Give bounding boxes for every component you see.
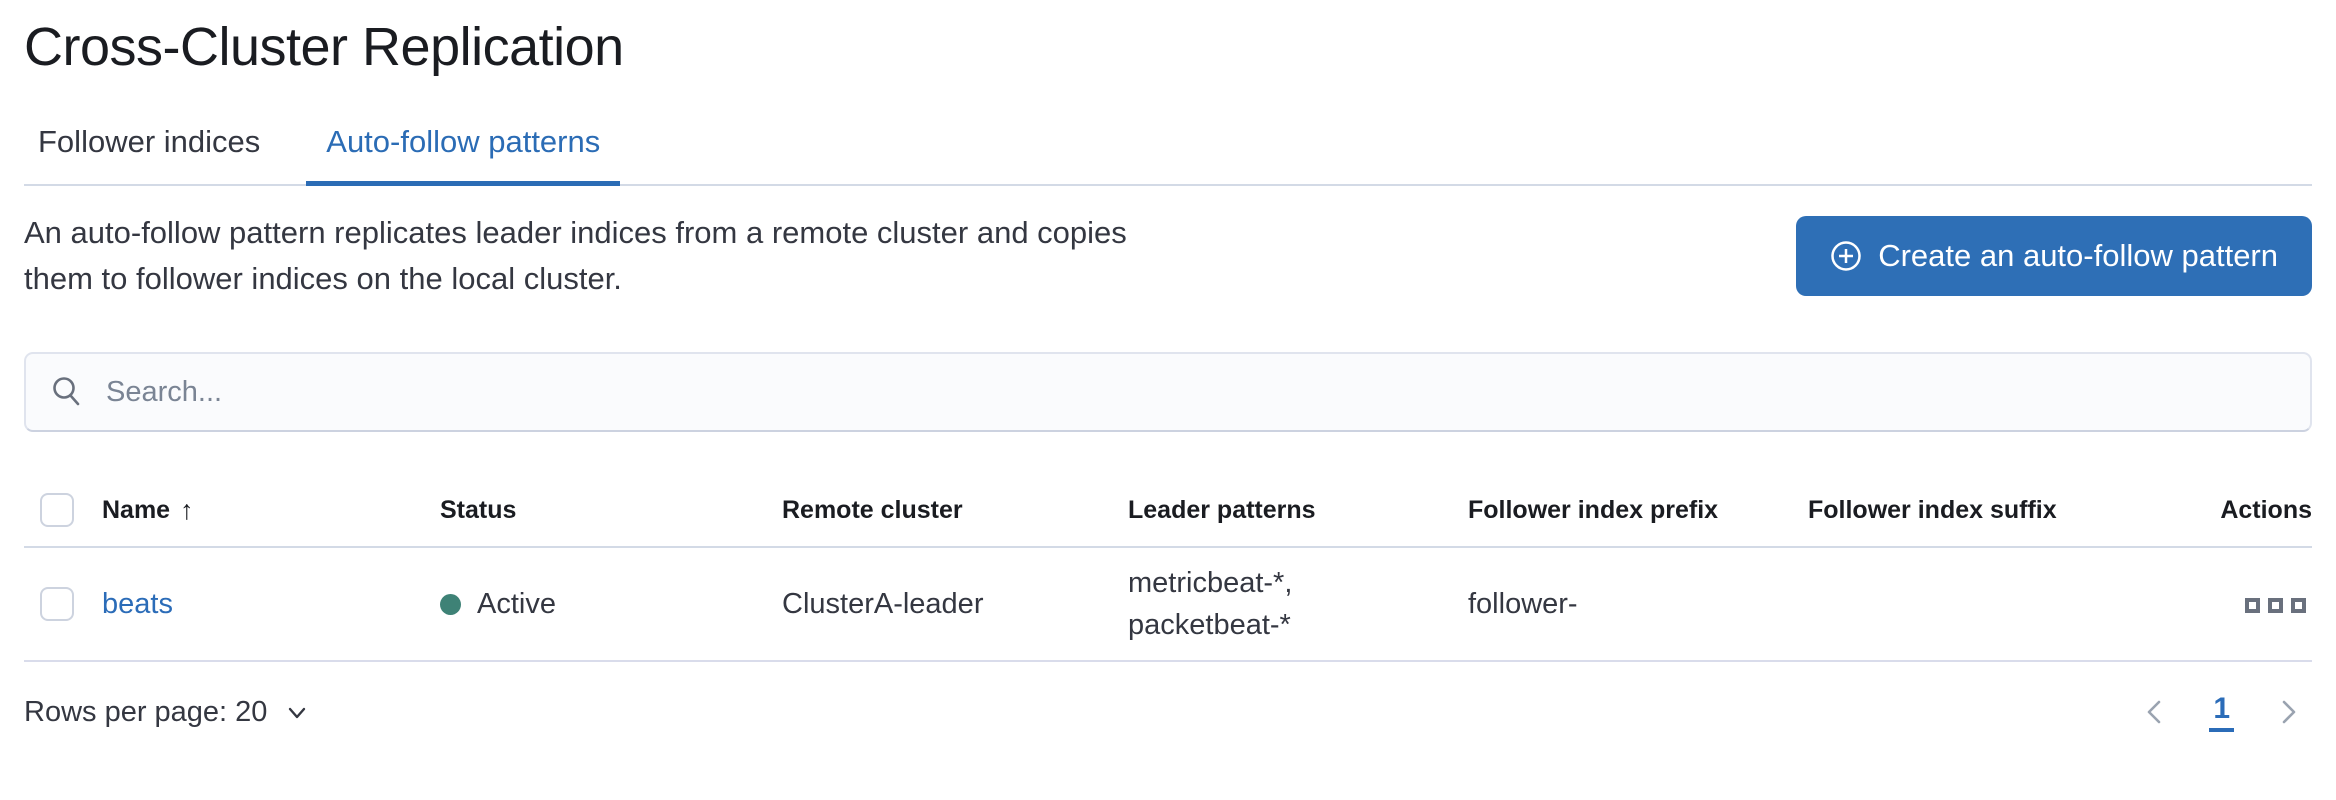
page-description: An auto-follow pattern replicates leader… [24, 215, 1127, 296]
column-header-name[interactable]: Name ↑ [102, 495, 440, 526]
tab-auto-follow-patterns[interactable]: Auto-follow patterns [306, 124, 621, 186]
leader-pattern-line: packetbeat-* [1128, 609, 1291, 641]
select-all-checkbox[interactable] [40, 493, 74, 527]
leader-pattern-line: metricbeat-*, [1128, 567, 1293, 599]
column-header-follower-index-suffix: Follower index suffix [1808, 495, 2057, 524]
description-toolbar-row: An auto-follow pattern replicates leader… [24, 210, 2312, 302]
create-button-label: Create an auto-follow pattern [1878, 238, 2278, 273]
cell-remote-cluster: ClusterA-leader [782, 587, 984, 620]
page-title: Cross-Cluster Replication [24, 17, 624, 77]
pager: 1 [2139, 692, 2312, 732]
search-input[interactable] [106, 375, 2286, 409]
column-header-status: Status [440, 495, 517, 524]
table-row: beats Active ClusterA-leader metricbeat-… [24, 548, 2312, 662]
auto-follow-patterns-table: Name ↑ Status Remote cluster Leader patt… [24, 474, 2312, 662]
all-actions-icon[interactable] [2245, 597, 2312, 613]
cell-leader-patterns: metricbeat-*, packetbeat-* [1128, 562, 1468, 646]
cell-follower-index-prefix: follower- [1468, 587, 1578, 620]
chevron-down-icon [283, 698, 311, 726]
pattern-name-link[interactable]: beats [102, 587, 173, 620]
rows-per-page-label: Rows per page: 20 [24, 695, 268, 728]
column-header-leader-patterns: Leader patterns [1128, 495, 1316, 524]
create-auto-follow-pattern-button[interactable]: Create an auto-follow pattern [1796, 216, 2312, 296]
status-label: Active [477, 587, 556, 620]
column-header-actions: Actions [2220, 495, 2312, 524]
sort-ascending-icon: ↑ [180, 494, 194, 525]
status-active-dot-icon [440, 593, 461, 615]
cell-name: beats [102, 588, 440, 621]
rows-per-page-selector[interactable]: Rows per page: 20 [24, 696, 311, 729]
pagination-bar: Rows per page: 20 1 [24, 662, 2312, 762]
column-header-name-label: Name [102, 495, 171, 524]
search-bar[interactable] [24, 352, 2312, 432]
next-page-button[interactable] [2274, 695, 2304, 729]
row-select-cell [24, 587, 102, 621]
select-all-cell [24, 493, 102, 527]
previous-page-button[interactable] [2139, 695, 2169, 729]
table-header-row: Name ↑ Status Remote cluster Leader patt… [24, 474, 2312, 548]
tab-bar: Follower indices Auto-follow patterns [24, 124, 2312, 186]
search-icon [50, 375, 84, 409]
column-header-follower-index-prefix: Follower index prefix [1468, 495, 1719, 524]
cell-actions [2245, 588, 2312, 621]
cell-status: Active [440, 588, 782, 621]
page-number-1[interactable]: 1 [2209, 692, 2234, 732]
plus-in-circle-icon [1830, 240, 1862, 272]
column-header-remote-cluster: Remote cluster [782, 495, 963, 524]
tab-follower-indices[interactable]: Follower indices [38, 124, 261, 159]
row-checkbox[interactable] [40, 587, 74, 621]
